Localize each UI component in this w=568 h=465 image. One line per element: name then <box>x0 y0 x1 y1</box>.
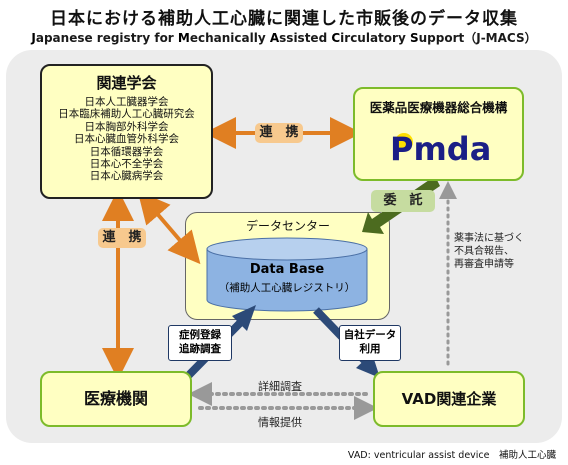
data-center-label: データセンター <box>246 219 331 233</box>
vad-company-box: VAD関連企業 <box>373 371 525 427</box>
pmda-heading: 医薬品医療機器総合機構 <box>369 100 508 115</box>
society-item: 日本人工臓器学会 <box>84 96 169 108</box>
footnote: VAD: ventricular assist device 補助人工心臓 <box>347 450 556 461</box>
cooperation-label-top: 連 携 <box>255 123 303 143</box>
regulatory-note: 薬事法に基づく 不具合報告、 再審査申請等 <box>454 233 524 270</box>
case-registration-label: 症例登録 追跡調査 <box>168 325 232 361</box>
hospital-box: 医療機関 <box>40 371 192 427</box>
society-item: 日本臨床補助人工心臓研究会 <box>58 108 195 121</box>
info-provision-label: 情報提供 <box>258 416 302 429</box>
cooperation-label-left: 連 携 <box>98 228 146 248</box>
self-data-label: 自社データ 利用 <box>339 325 401 361</box>
society-item: 日本胸部外科学会 <box>84 120 169 133</box>
commission-label: 委 託 <box>371 190 435 212</box>
society-item: 日本循環器学会 <box>89 145 164 158</box>
database-cylinder <box>206 237 368 312</box>
arrow-societies-datacenter <box>137 190 201 265</box>
svg-text:Pmda: Pmda <box>390 130 491 168</box>
pmda-box: 医薬品医療機器総合機構 Pmda <box>353 87 524 181</box>
database-title: Data Base <box>249 262 325 277</box>
societies-heading: 関連学会 <box>96 74 157 92</box>
society-item: 日本心臓病学会 <box>89 170 164 183</box>
detail-survey-label: 詳細調査 <box>258 380 302 393</box>
database-subtitle: （補助人工心臓レジストリ） <box>218 282 356 294</box>
societies-box: 関連学会 日本人工臓器学会 日本臨床補助人工心臓研究会 日本胸部外科学会 日本心… <box>40 64 213 199</box>
page-title: 日本における補助人工心臓に関連した市販後のデータ収集 <box>50 9 518 29</box>
society-item: 日本心不全学会 <box>89 158 164 171</box>
page-subtitle: Japanese registry for Mechanically Assis… <box>31 31 537 45</box>
society-item: 日本心臓血管外科学会 <box>74 133 179 146</box>
pmda-logo: Pmda <box>390 130 491 168</box>
